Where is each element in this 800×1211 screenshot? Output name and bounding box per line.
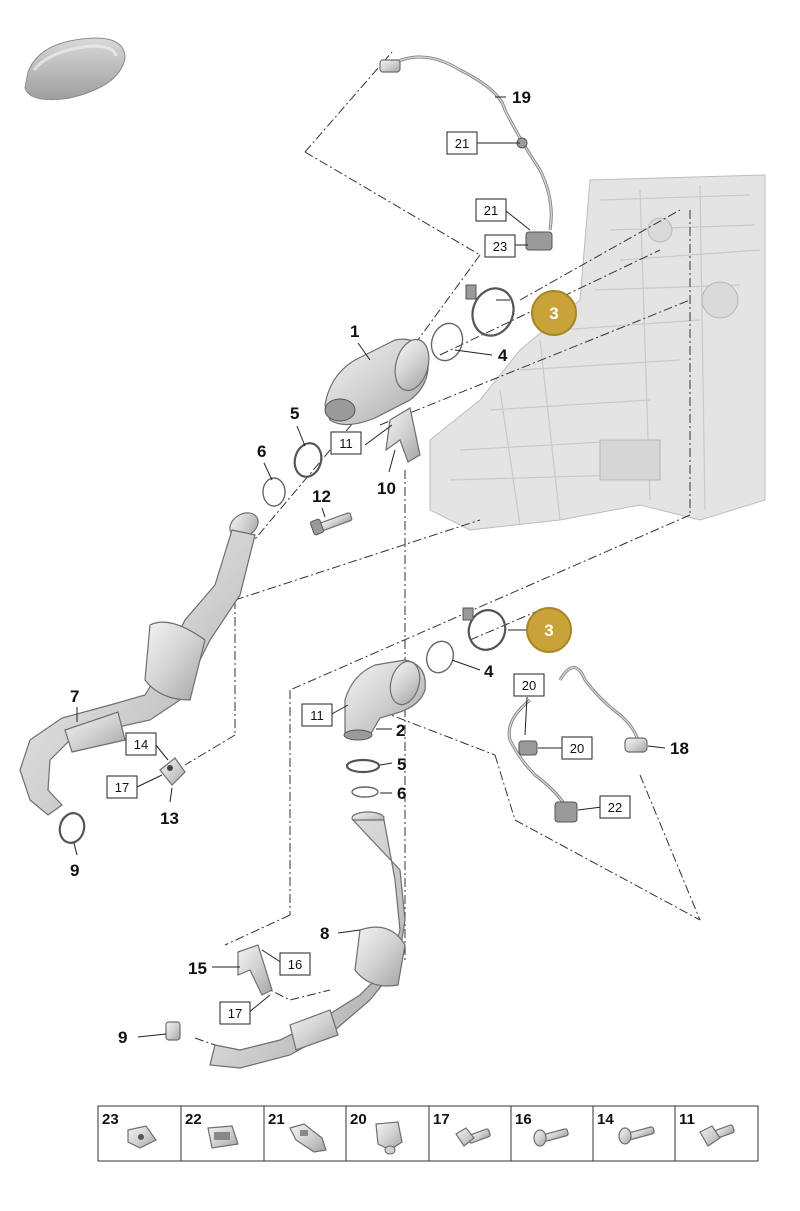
callout-13: 13: [160, 809, 179, 828]
box-17-lower: 17: [219, 1001, 251, 1025]
bolt-16-icon: [533, 1128, 569, 1147]
box-16: 16: [279, 952, 311, 976]
callout-15: 15: [188, 959, 207, 978]
callout-6-lower: 6: [397, 784, 406, 803]
legend-label-23: 23: [102, 1111, 119, 1128]
clip-22-icon: [207, 1125, 239, 1149]
callout-2: 2: [396, 721, 405, 740]
bracket-15: [237, 944, 273, 996]
box-label: 11: [339, 436, 353, 451]
bolt-11-icon: [699, 1124, 735, 1147]
box-14: 14: [125, 732, 157, 756]
gasket-4-upper: [430, 322, 464, 362]
legend-label-11: 11: [679, 1111, 695, 1128]
callout-4-upper: 4: [498, 346, 508, 365]
box-label: 21: [484, 203, 498, 218]
box-label: 20: [522, 678, 536, 693]
box-label: 23: [493, 239, 507, 254]
callout-9-upper: 9: [70, 861, 79, 880]
connector-pipe-2: [343, 659, 426, 741]
badges: 3 3: [526, 290, 577, 653]
box-label: 22: [608, 800, 622, 815]
callout-6-upper: 6: [257, 442, 266, 461]
callout-18: 18: [670, 739, 689, 758]
bracket-10: [385, 407, 421, 463]
box-11-lower: 11: [301, 703, 333, 727]
gasket-4-lower: [425, 640, 455, 674]
callout-1: 1: [350, 322, 359, 341]
box-label: 17: [115, 780, 129, 795]
box-label: 20: [570, 741, 584, 756]
callout-10: 10: [377, 479, 396, 498]
vehicle-silhouette-icon: [24, 37, 126, 101]
oxygen-sensor-18: [507, 666, 648, 823]
oxygen-sensor-19: [379, 55, 553, 251]
box-label: 21: [455, 136, 469, 151]
box-label: 11: [310, 708, 324, 723]
box-20-lower: 20: [561, 736, 593, 760]
bracket-13: [159, 757, 186, 786]
callout-12: 12: [312, 487, 331, 506]
legend-label-20: 20: [350, 1111, 367, 1128]
box-label: 16: [288, 957, 302, 972]
clamp-3-upper: [465, 284, 515, 337]
box-label: 14: [134, 737, 148, 752]
callout-9-lower: 9: [118, 1028, 127, 1047]
parts-legend-table: 23 22 21 20 17 16 14 11: [97, 1105, 759, 1162]
callout-5-upper: 5: [290, 404, 299, 423]
catalytic-pipe-7: [19, 512, 259, 816]
clamp-9-lower: [165, 1021, 181, 1041]
box-17-upper: 17: [106, 775, 138, 799]
callout-numbers: 19 1 4 5 6 10 12 7 13 9 4 2 5 6 18 8 15 …: [70, 88, 689, 1047]
badge-label: 3: [549, 304, 558, 323]
bolt-17-icon: [455, 1127, 491, 1147]
box-11-upper: 11: [330, 431, 362, 455]
gasket-6-lower: [351, 786, 379, 798]
box-22: 22: [599, 795, 631, 819]
bolt-12: [309, 512, 353, 536]
clamp-5-upper: [293, 442, 323, 478]
legend-label-22: 22: [185, 1111, 202, 1128]
clip-23-icon: [127, 1125, 157, 1149]
legend-label-16: 16: [515, 1111, 532, 1128]
badge-3-lower: 3: [526, 607, 572, 653]
leader-lines: [73, 96, 666, 1038]
boxed-references: 21 21 23 11 11 14 17 17: [106, 131, 631, 1025]
grommet-20-icon: [375, 1121, 403, 1155]
legend-label-14: 14: [597, 1111, 614, 1128]
badge-label: 3: [544, 621, 553, 640]
engine-transmission-block: [429, 174, 766, 531]
callout-4-lower: 4: [484, 662, 494, 681]
gasket-6-upper: [262, 477, 286, 507]
box-21-upper: 21: [446, 131, 478, 155]
clamp-5-lower: [345, 758, 381, 774]
callout-5-lower: 5: [397, 755, 406, 774]
clip-21-icon: [289, 1123, 327, 1153]
bolt-14-icon: [618, 1126, 655, 1145]
clamp-3-lower: [462, 607, 507, 651]
clamp-9-upper: [58, 812, 86, 844]
box-21-lower: 21: [475, 198, 507, 222]
catalytic-pipe-8: [209, 811, 406, 1069]
legend-label-17: 17: [433, 1111, 450, 1128]
connector-pipe-1: [324, 338, 430, 426]
callout-19: 19: [512, 88, 531, 107]
box-label: 17: [228, 1006, 242, 1021]
box-23: 23: [484, 234, 516, 258]
callout-7: 7: [70, 687, 79, 706]
box-20-upper: 20: [513, 673, 545, 697]
callout-8: 8: [320, 924, 329, 943]
legend-label-21: 21: [268, 1111, 285, 1128]
badge-3-upper: 3: [531, 290, 577, 336]
